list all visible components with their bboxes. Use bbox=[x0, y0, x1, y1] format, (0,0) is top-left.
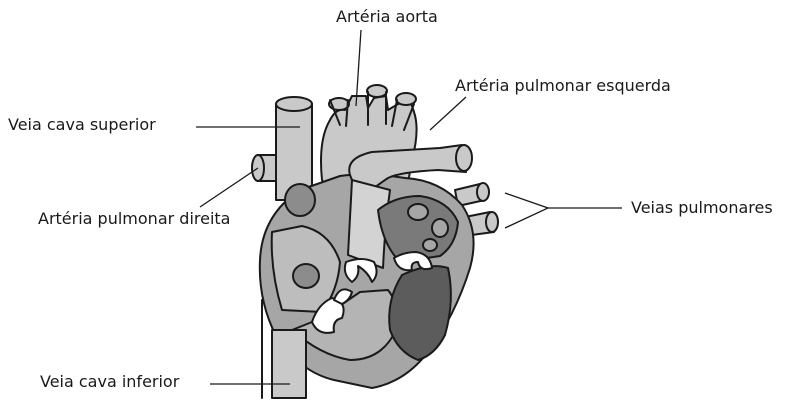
label-vena-cava-superior: Veia cava superior bbox=[8, 115, 156, 135]
label-pulmonary-veins: Veias pulmonares bbox=[631, 198, 773, 218]
leader-pulmonary-left bbox=[430, 97, 466, 130]
left-ventricle bbox=[389, 266, 451, 360]
leader-pulmonary-right bbox=[200, 168, 258, 207]
label-pulmonary-right: Artéria pulmonar direita bbox=[38, 209, 230, 229]
leader-aorta bbox=[356, 30, 361, 106]
leader-pulmonary-veins-bracket bbox=[505, 193, 548, 228]
label-vena-cava-inferior: Veia cava inferior bbox=[40, 372, 179, 392]
label-aorta: Artéria aorta bbox=[336, 7, 438, 27]
label-pulmonary-left: Artéria pulmonar esquerda bbox=[455, 76, 671, 96]
